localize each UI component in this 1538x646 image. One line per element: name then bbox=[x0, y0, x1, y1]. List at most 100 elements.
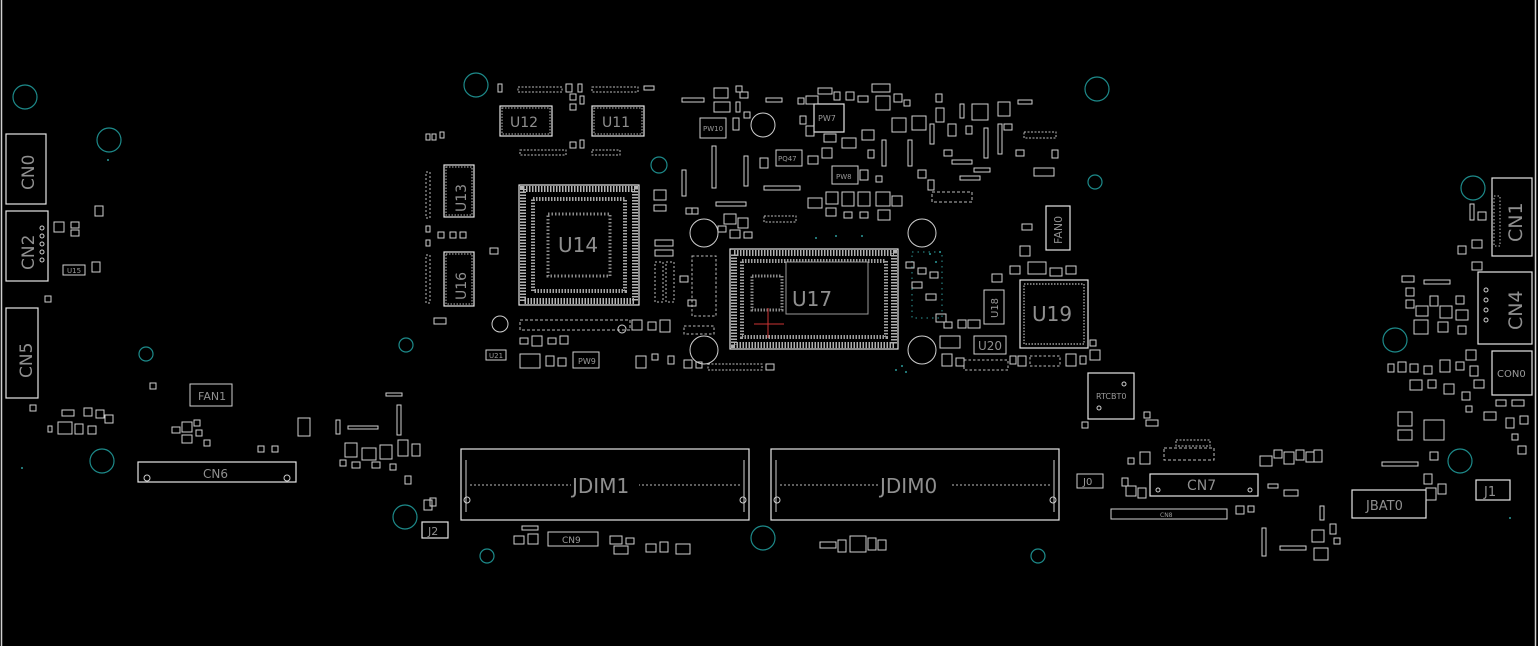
chip-pw7[interactable]: PW7 bbox=[813, 103, 845, 133]
pw10-label: PW10 bbox=[703, 125, 723, 133]
chip-u14[interactable]: U14 bbox=[518, 184, 640, 306]
chip-u13[interactable]: U13 bbox=[443, 164, 475, 218]
mounting-hole bbox=[138, 346, 154, 362]
j2-label: J2 bbox=[427, 525, 438, 538]
pq47-label: PQ47 bbox=[778, 155, 797, 163]
mounting-hole bbox=[89, 448, 115, 474]
battery-rtcbt0[interactable]: RTCBT0 bbox=[1087, 372, 1135, 420]
u20-label: U20 bbox=[978, 339, 1002, 353]
mounting-hole bbox=[12, 84, 38, 110]
connector-cn8[interactable]: CN8 bbox=[1110, 508, 1228, 520]
u15-label: U15 bbox=[67, 267, 81, 275]
cn0-label: CN0 bbox=[19, 155, 39, 190]
small-parts-left bbox=[29, 205, 157, 435]
connector-cn2[interactable]: CN2 bbox=[5, 210, 49, 282]
cn4-label: CN4 bbox=[1505, 290, 1527, 330]
small-parts-top-center bbox=[681, 83, 1071, 251]
jbat0-label: JBAT0 bbox=[1365, 499, 1403, 514]
chip-u18[interactable]: U18 bbox=[983, 289, 1005, 325]
passive-rows-top bbox=[425, 83, 675, 325]
chip-u21[interactable]: U21 bbox=[485, 349, 507, 361]
chip-pw10[interactable]: PW10 bbox=[699, 117, 727, 139]
mounting-hole bbox=[392, 504, 418, 530]
passive-rows-under-u14 bbox=[519, 319, 675, 369]
fan0-label: FAN0 bbox=[1052, 216, 1065, 244]
connector-cn7[interactable]: CN7 bbox=[1149, 473, 1259, 497]
cn7-label: CN7 bbox=[1187, 478, 1216, 494]
chip-u11[interactable]: U11 bbox=[591, 105, 645, 137]
connector-fan1[interactable]: FAN1 bbox=[189, 383, 233, 407]
mounting-hole bbox=[689, 335, 719, 365]
chip-u19[interactable]: U19 bbox=[1019, 279, 1089, 349]
con0-label: CON0 bbox=[1497, 369, 1526, 380]
cn5-label: CN5 bbox=[17, 343, 37, 378]
connector-cn6[interactable]: CN6 bbox=[137, 461, 297, 483]
small-parts-fan1 bbox=[171, 417, 311, 453]
u16-label: U16 bbox=[454, 272, 470, 300]
connector-cn9[interactable]: CN9 bbox=[547, 531, 599, 547]
chip-u15[interactable]: U15 bbox=[62, 264, 86, 276]
cn2-label: CN2 bbox=[19, 235, 39, 270]
mounting-hole bbox=[1087, 174, 1103, 190]
connector-j2[interactable]: J2 bbox=[421, 521, 449, 539]
small-parts-bottom bbox=[513, 525, 887, 555]
chip-u17[interactable]: U17 bbox=[729, 248, 899, 350]
u13-label: U13 bbox=[454, 184, 470, 212]
fan1-label: FAN1 bbox=[198, 390, 226, 403]
small-parts-right bbox=[1381, 203, 1529, 501]
cn9-label: CN9 bbox=[562, 536, 581, 546]
chip-u12[interactable]: U12 bbox=[499, 105, 553, 137]
mounting-hole bbox=[479, 548, 495, 564]
connector-cn0[interactable]: CN0 bbox=[5, 133, 47, 205]
mounting-hole bbox=[907, 218, 937, 248]
chip-pw8[interactable]: PW8 bbox=[831, 165, 859, 185]
chip-pq47[interactable]: PQ47 bbox=[775, 149, 803, 167]
mounting-hole bbox=[1084, 76, 1110, 102]
u12-label: U12 bbox=[510, 115, 538, 131]
chip-pw9[interactable]: PW9 bbox=[572, 351, 600, 369]
u11-label: U11 bbox=[602, 115, 630, 131]
cn8-label: CN8 bbox=[1160, 512, 1173, 519]
connector-jbat0[interactable]: JBAT0 bbox=[1351, 489, 1427, 519]
connector-con0[interactable]: CON0 bbox=[1491, 350, 1533, 396]
small-parts-right-mid bbox=[1081, 411, 1341, 561]
j0-label: J0 bbox=[1082, 477, 1092, 488]
test-points bbox=[21, 159, 1511, 519]
connector-cn1[interactable]: CN1 bbox=[1491, 177, 1533, 257]
u19-label: U19 bbox=[1032, 302, 1072, 326]
chip-u16[interactable]: U16 bbox=[443, 251, 475, 307]
passives-around-u17 bbox=[679, 223, 1101, 371]
connector-fan0[interactable]: FAN0 bbox=[1052, 216, 1065, 244]
chip-u20[interactable]: U20 bbox=[973, 335, 1007, 355]
connector-j0[interactable]: J0 bbox=[1076, 473, 1104, 489]
mounting-hole bbox=[1030, 548, 1046, 564]
u21-label: U21 bbox=[489, 352, 503, 360]
small-parts-mid-left bbox=[335, 392, 437, 511]
u14-label: U14 bbox=[558, 233, 598, 257]
pw9-label: PW9 bbox=[578, 357, 596, 366]
dimm-slot-jdim0[interactable]: JDIM0 bbox=[770, 448, 1060, 521]
mounting-holes bbox=[12, 72, 1486, 564]
mounting-hole bbox=[491, 315, 509, 333]
mounting-hole bbox=[1460, 175, 1486, 201]
u17-label: U17 bbox=[792, 287, 832, 311]
pw8-label: PW8 bbox=[836, 173, 852, 181]
cn6-label: CN6 bbox=[203, 467, 228, 481]
jdim1-label: JDIM1 bbox=[570, 474, 629, 498]
u18-label: U18 bbox=[990, 298, 1001, 318]
mounting-hole bbox=[96, 127, 122, 153]
mounting-hole bbox=[750, 112, 776, 138]
connector-cn5[interactable]: CN5 bbox=[5, 307, 39, 399]
connector-j1[interactable]: J1 bbox=[1475, 479, 1511, 501]
cn1-label: CN1 bbox=[1505, 202, 1527, 242]
mounting-hole bbox=[1447, 448, 1473, 474]
connector-cn4[interactable]: CN4 bbox=[1477, 271, 1533, 345]
mounting-hole bbox=[1382, 327, 1408, 353]
mounting-hole bbox=[750, 525, 776, 551]
dimm-slot-jdim1[interactable]: JDIM1 bbox=[460, 448, 750, 521]
mounting-hole bbox=[689, 218, 719, 248]
mounting-hole bbox=[907, 335, 937, 365]
j1-label: J1 bbox=[1483, 485, 1496, 500]
